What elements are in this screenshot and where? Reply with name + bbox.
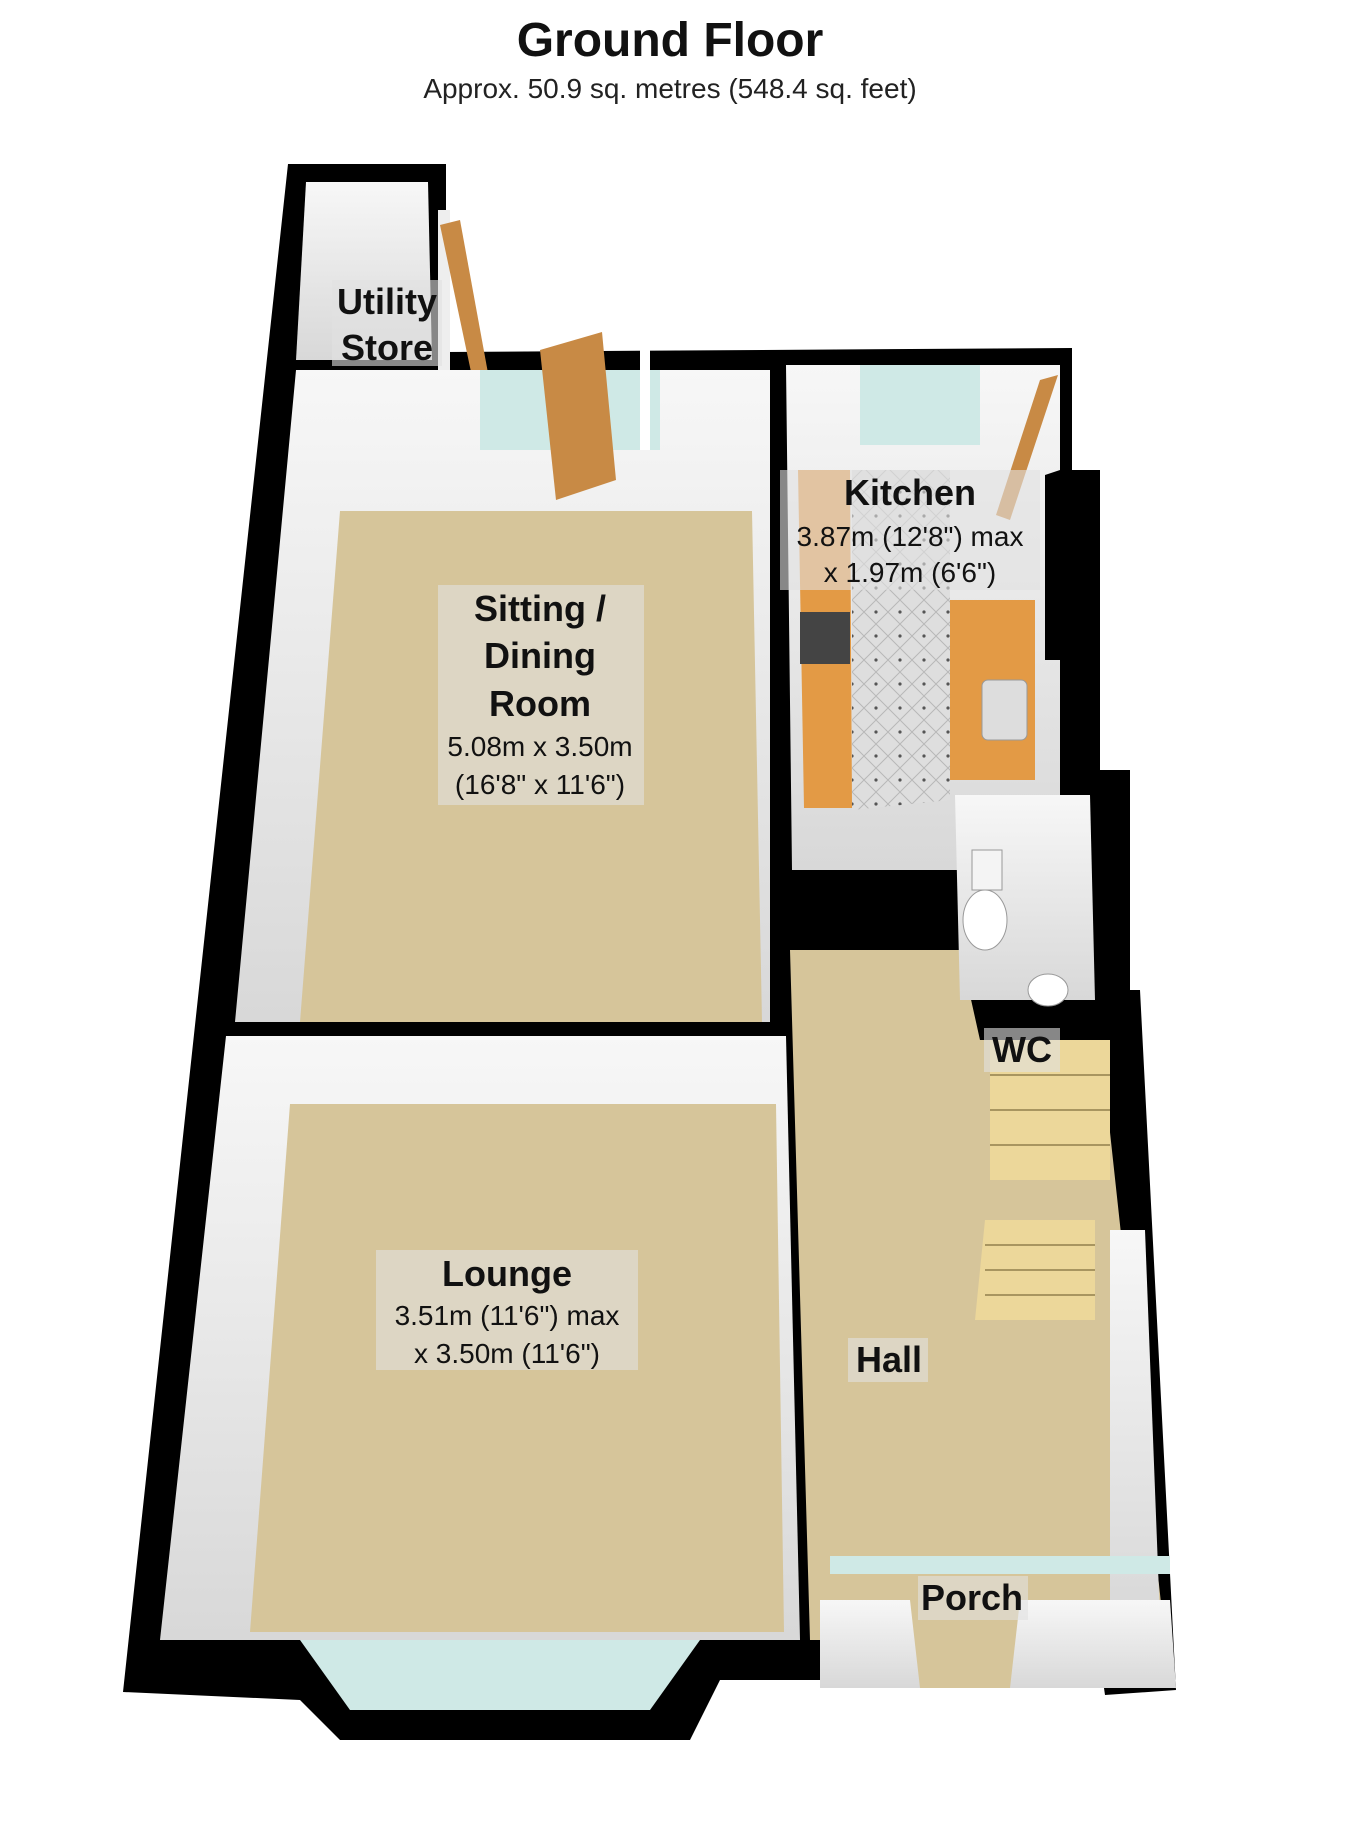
hall-label: Hall — [856, 1339, 922, 1380]
bay-window — [300, 1640, 700, 1710]
kitchen-dimensions-2: x 1.97m (6'6") — [824, 557, 996, 588]
porch-label: Porch — [921, 1577, 1023, 1618]
wc — [955, 795, 1095, 1007]
utility-door[interactable] — [440, 220, 492, 405]
toilet — [962, 889, 1008, 951]
kitchen-dimensions-1: 3.87m (12'8") max — [797, 521, 1024, 552]
lounge — [160, 1036, 800, 1710]
hob — [800, 612, 850, 664]
page-title: Ground Floor — [517, 14, 824, 67]
kitchen — [786, 365, 1060, 870]
sink — [981, 679, 1028, 741]
lounge-label: Lounge — [442, 1253, 572, 1294]
porch-window — [830, 1556, 1170, 1574]
rear-door[interactable] — [540, 332, 616, 500]
kitchen-window — [860, 365, 980, 445]
wc-label: WC — [992, 1029, 1052, 1070]
sitting-label-1: Sitting / — [474, 588, 606, 629]
porch — [820, 1556, 1176, 1688]
sitting-dimensions-2: (16'8" x 11'6") — [455, 769, 625, 800]
lounge-dimensions-2: x 3.50m (11'6") — [414, 1338, 600, 1369]
utility-label: Utility — [337, 281, 437, 322]
basin — [1027, 973, 1069, 1007]
room-labels: Utility Store Sitting / Dining Room 5.08… — [332, 280, 1060, 1620]
sitting-label-2: Dining — [484, 635, 596, 676]
hall — [790, 950, 1165, 1640]
utility-label-2: Store — [341, 327, 433, 368]
area-subtitle: Approx. 50.9 sq. metres (548.4 sq. feet) — [423, 73, 916, 104]
sitting-dimensions-1: 5.08m x 3.50m — [447, 731, 632, 762]
sitting-label-3: Room — [489, 683, 591, 724]
kitchen-label: Kitchen — [844, 472, 976, 513]
lounge-dimensions-1: 3.51m (11'6") max — [395, 1300, 620, 1331]
